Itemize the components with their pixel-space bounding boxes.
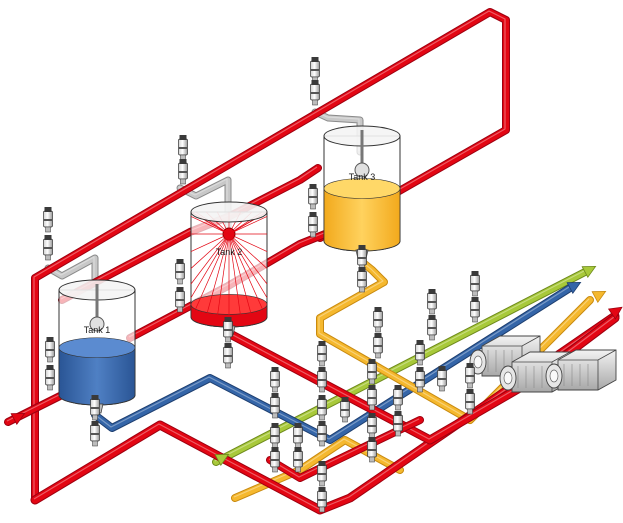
flow-arrow-icon bbox=[214, 453, 230, 467]
valve-icon bbox=[270, 366, 280, 393]
valve-icon bbox=[308, 183, 318, 210]
valve-icon bbox=[427, 288, 437, 315]
valve-icon bbox=[90, 420, 100, 447]
valve-icon bbox=[427, 314, 437, 341]
valve-icon bbox=[223, 342, 233, 369]
tank-2 bbox=[190, 201, 268, 336]
valve-icon bbox=[178, 158, 188, 185]
valve-icon bbox=[175, 258, 185, 285]
valve-icon bbox=[317, 460, 327, 487]
red-lower-pipe bbox=[227, 313, 620, 445]
flow-arrows-layer bbox=[10, 265, 623, 467]
valve-icon bbox=[373, 332, 383, 359]
tanks-layer bbox=[58, 125, 401, 414]
valve-icon bbox=[310, 56, 320, 83]
valve-icon bbox=[317, 340, 327, 367]
valve-icon bbox=[270, 422, 280, 449]
flow-arrow-icon bbox=[581, 265, 597, 279]
valve-icon bbox=[178, 134, 188, 161]
valve-icon bbox=[310, 79, 320, 106]
flow-arrow-icon bbox=[607, 306, 623, 320]
valve-icon bbox=[373, 306, 383, 333]
valve-icon bbox=[393, 384, 403, 411]
tank-3 bbox=[323, 125, 401, 260]
valve-icon bbox=[293, 422, 303, 449]
tank-2-label: Tank 2 bbox=[216, 247, 243, 257]
valve-icon bbox=[470, 270, 480, 297]
level-sensor-icon bbox=[354, 130, 370, 178]
valve-icon bbox=[367, 412, 377, 439]
valve-icon bbox=[317, 394, 327, 421]
flow-arrow-icon bbox=[591, 290, 607, 304]
valve-icon bbox=[437, 365, 447, 392]
valve-icon bbox=[43, 206, 53, 233]
valve-icon bbox=[45, 364, 55, 391]
tank-1-label: Tank 1 bbox=[84, 325, 111, 335]
pump-icon bbox=[545, 349, 617, 391]
flow-arrow-icon bbox=[10, 412, 26, 426]
tank-1 bbox=[58, 279, 136, 414]
flow-arrow-icon bbox=[566, 281, 582, 295]
tank-3-label: Tank 3 bbox=[349, 172, 376, 182]
valve-icon bbox=[470, 296, 480, 323]
valve-icon bbox=[340, 396, 350, 423]
labels-layer: Tank 1 Tank 2 Tank 3 bbox=[84, 172, 376, 335]
level-sensor-icon bbox=[89, 284, 105, 332]
valve-icon bbox=[317, 420, 327, 447]
valve-icon bbox=[43, 234, 53, 261]
valve-icon bbox=[45, 336, 55, 363]
pumps-layer bbox=[469, 335, 617, 393]
valve-icon bbox=[465, 362, 475, 389]
